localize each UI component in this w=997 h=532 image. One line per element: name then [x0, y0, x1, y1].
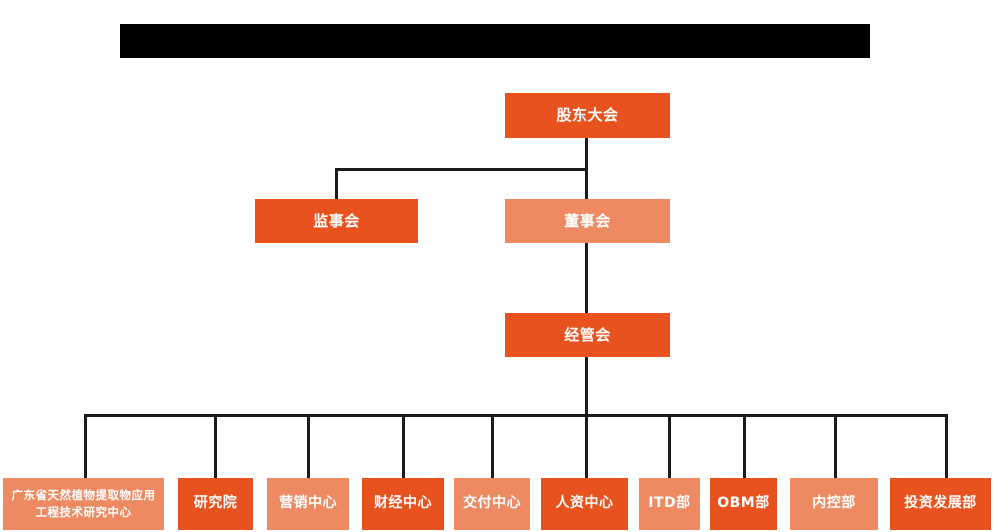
node-management-committee[interactable]: 经管会	[505, 313, 670, 357]
node-hr-center[interactable]: 人资中心	[541, 478, 628, 530]
node-shareholders-meeting[interactable]: 股东大会	[505, 93, 670, 138]
connector-drop-hr-center	[585, 414, 588, 478]
connector-drop-marketing-center	[307, 414, 310, 478]
connector-drop-finance-center	[402, 414, 405, 478]
connector-shareholders-stem	[585, 138, 588, 170]
connector-management-stem	[585, 357, 588, 416]
connector-drop-research-institute	[214, 414, 217, 478]
connector-drop-gd-research-center	[84, 414, 87, 478]
node-delivery-center[interactable]: 交付中心	[454, 478, 530, 530]
node-board-of-directors[interactable]: 董事会	[505, 199, 670, 243]
connector-drop-internal-control-dept	[834, 414, 837, 478]
connector-drop-delivery-center	[491, 414, 494, 478]
node-internal-control-dept[interactable]: 内控部	[790, 478, 878, 530]
connector-level1-bus	[335, 168, 587, 171]
node-board-of-supervisors[interactable]: 监事会	[255, 199, 418, 243]
node-finance-center[interactable]: 财经中心	[362, 478, 444, 530]
node-gd-natural-plant-extract-research-center[interactable]: 广东省天然植物提取物应用工程技术研究中心	[3, 478, 164, 530]
redacted-title-bar	[120, 24, 870, 58]
connector-drop-itd-dept	[668, 414, 671, 478]
node-itd-dept[interactable]: ITD部	[639, 478, 700, 530]
connector-drop-investment-development-dept	[945, 414, 948, 478]
connector-drop-directors	[585, 168, 588, 200]
node-marketing-center[interactable]: 营销中心	[267, 478, 349, 530]
connector-directors-to-management	[585, 243, 588, 314]
connector-drop-obm-dept	[743, 414, 746, 478]
connector-drop-supervisors	[335, 168, 338, 200]
node-research-institute[interactable]: 研究院	[178, 478, 253, 530]
node-investment-development-dept[interactable]: 投资发展部	[890, 478, 991, 530]
connector-departments-bus	[84, 414, 946, 417]
node-obm-dept[interactable]: OBM部	[710, 478, 777, 530]
